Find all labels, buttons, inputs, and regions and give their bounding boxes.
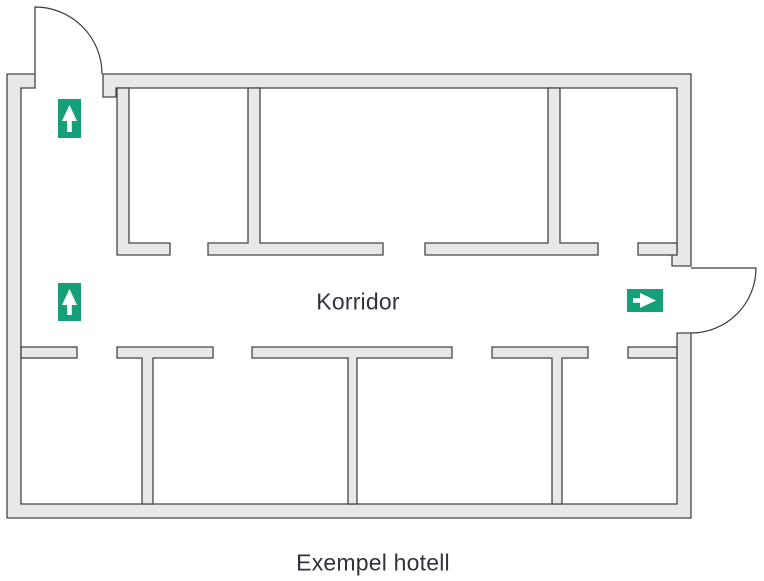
top-room-wall-2: [207, 87, 384, 256]
top-room-stub-right: [637, 242, 678, 256]
arrow-up-icon: [62, 289, 77, 315]
arrow-up-icon: [62, 105, 77, 132]
bottom-room-wall-2: [251, 346, 453, 505]
top-room-wall-3: [424, 87, 599, 256]
exit-door-right: [690, 267, 757, 334]
interior-walls-top: [116, 87, 678, 256]
interior-walls-bottom: [20, 346, 678, 505]
exit-sign-corridor-right: [627, 289, 663, 312]
top-room-wall-1: [116, 87, 171, 256]
exit-sign-corridor-left: [58, 283, 81, 321]
corridor-label: Korridor: [316, 288, 400, 315]
exit-sign-top-left: [58, 99, 81, 138]
doors: [34, 6, 757, 334]
arrow-right-icon: [633, 293, 656, 308]
outer-wall-top-right: [102, 73, 692, 267]
bottom-room-stub-right: [627, 346, 678, 359]
diagram-title: Exempel hotell: [296, 549, 450, 576]
outer-wall-left-bottom: [6, 73, 692, 519]
bottom-room-wall-1: [116, 346, 214, 505]
bottom-room-stub-left: [20, 346, 78, 359]
bottom-room-wall-3: [491, 346, 589, 505]
exit-door-top-left: [34, 6, 103, 75]
exit-signs: [58, 99, 663, 321]
